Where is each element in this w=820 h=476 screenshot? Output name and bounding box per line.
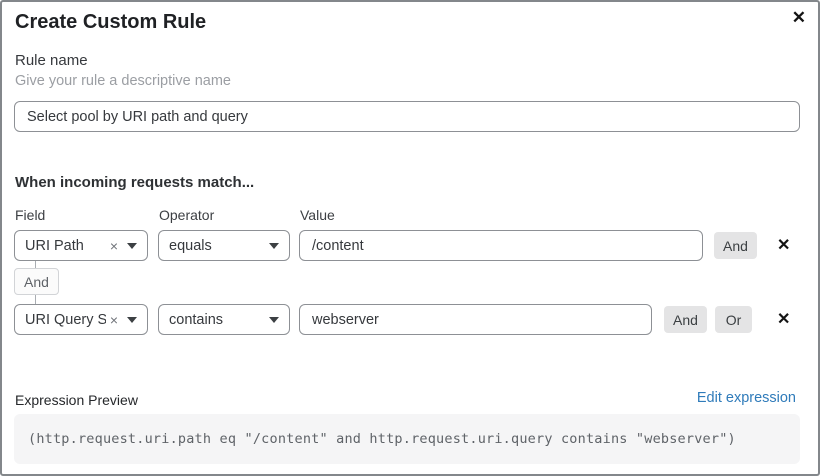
connector-line-bottom <box>35 295 36 304</box>
rule-name-input[interactable] <box>14 101 800 132</box>
clear-icon[interactable]: × <box>109 311 118 328</box>
field-select-row1[interactable]: URI Path × <box>14 230 148 261</box>
add-and-button-row2[interactable]: And <box>664 306 707 333</box>
chevron-down-icon <box>127 242 137 249</box>
clear-icon[interactable]: × <box>109 237 118 254</box>
expression-code: (http.request.uri.path eq "/content" and… <box>28 431 736 447</box>
close-icon[interactable]: ✕ <box>791 8 806 27</box>
edit-expression-link[interactable]: Edit expression <box>696 390 796 406</box>
operator-select-row2-value: contains <box>169 311 224 328</box>
dialog-title: Create Custom Rule <box>15 11 207 33</box>
column-header-field: Field <box>15 207 46 223</box>
remove-row1-icon[interactable]: ✕ <box>777 237 791 254</box>
match-section-heading: When incoming requests match... <box>15 174 255 191</box>
chevron-down-icon <box>127 316 137 323</box>
operator-select-row1[interactable]: equals <box>158 230 290 261</box>
rule-name-label: Rule name <box>15 52 88 69</box>
expression-preview-box: (http.request.uri.path eq "/content" and… <box>14 414 800 464</box>
add-or-button-row2[interactable]: Or <box>715 306 752 333</box>
column-header-operator: Operator <box>159 207 215 223</box>
add-and-button-row1[interactable]: And <box>714 232 757 259</box>
field-select-row2-value: URI Query St... <box>25 311 106 328</box>
rule-name-helper-text: Give your rule a descriptive name <box>15 73 231 89</box>
expression-preview-label: Expression Preview <box>15 392 138 408</box>
field-select-row2[interactable]: URI Query St... × <box>14 304 148 335</box>
chevron-down-icon <box>269 242 279 249</box>
remove-row2-icon[interactable]: ✕ <box>777 311 791 328</box>
chevron-down-icon <box>269 316 279 323</box>
value-input-row2[interactable] <box>299 304 652 335</box>
value-input-row1[interactable] <box>299 230 703 261</box>
and-connector-badge: And <box>14 268 59 295</box>
connector-line-top <box>35 261 36 268</box>
operator-select-row2[interactable]: contains <box>158 304 290 335</box>
field-select-row1-value: URI Path <box>25 237 84 254</box>
operator-select-row1-value: equals <box>169 237 212 254</box>
column-header-value: Value <box>300 207 335 223</box>
